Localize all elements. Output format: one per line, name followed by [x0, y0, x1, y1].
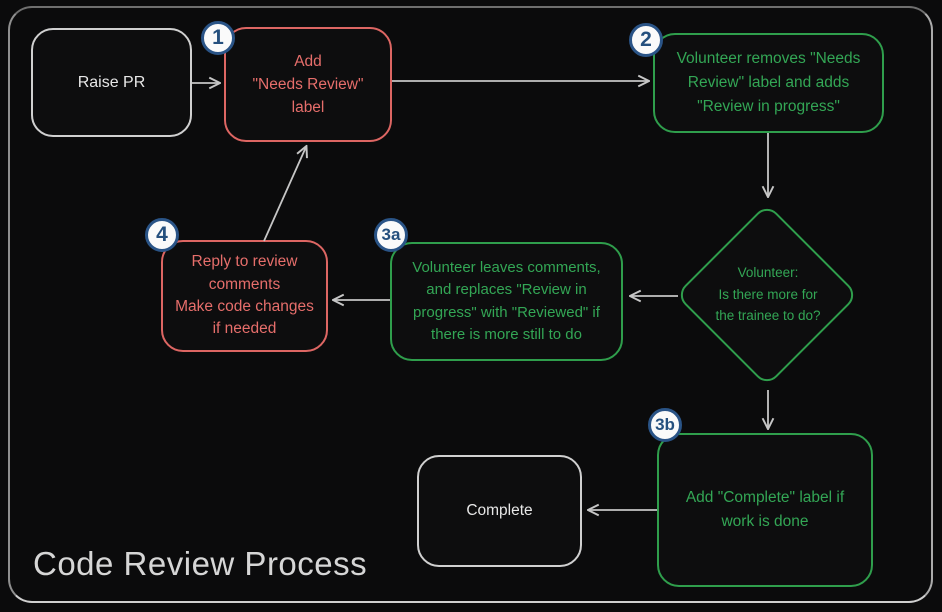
node-raise-pr: Raise PR	[31, 28, 192, 137]
node-volunteer-removes-label: Volunteer removes "Needs Review" label a…	[653, 33, 884, 133]
node-raise-pr-label: Raise PR	[77, 73, 146, 91]
step-badge-1: 1	[201, 21, 235, 55]
step-badge-4: 4	[145, 218, 179, 252]
node-volunteer-leaves-text: Volunteer leaves comments, and replaces …	[412, 258, 601, 344]
diagram-border-frame	[8, 6, 933, 603]
node-add-complete-text: Add "Complete" label if work is done	[685, 488, 845, 530]
node-complete-label: Complete	[466, 502, 533, 519]
node-add-needs-review-label: Add "Needs Review" label	[224, 27, 392, 142]
step-badge-3a: 3a	[374, 218, 408, 252]
step-badge-3b: 3b	[648, 408, 682, 442]
node-add-needs-review-text: Add "Needs Review" label	[252, 52, 364, 117]
node-volunteer-removes-text: Volunteer removes "Needs Review" label a…	[676, 49, 861, 115]
diagram-title: Code Review Process	[33, 545, 368, 582]
node-volunteer-leaves-comments: Volunteer leaves comments, and replaces …	[390, 242, 623, 361]
step-badge-2: 2	[629, 23, 663, 57]
node-reply-to-review-comments: Reply to review comments Make code chang…	[161, 240, 328, 352]
node-reply-to-review-text: Reply to review comments Make code chang…	[175, 253, 314, 338]
node-add-complete-label: Add "Complete" label if work is done	[657, 433, 873, 587]
decision-diamond-label: Volunteer: Is there more for the trainee…	[715, 265, 821, 324]
node-complete: Complete	[417, 455, 582, 567]
